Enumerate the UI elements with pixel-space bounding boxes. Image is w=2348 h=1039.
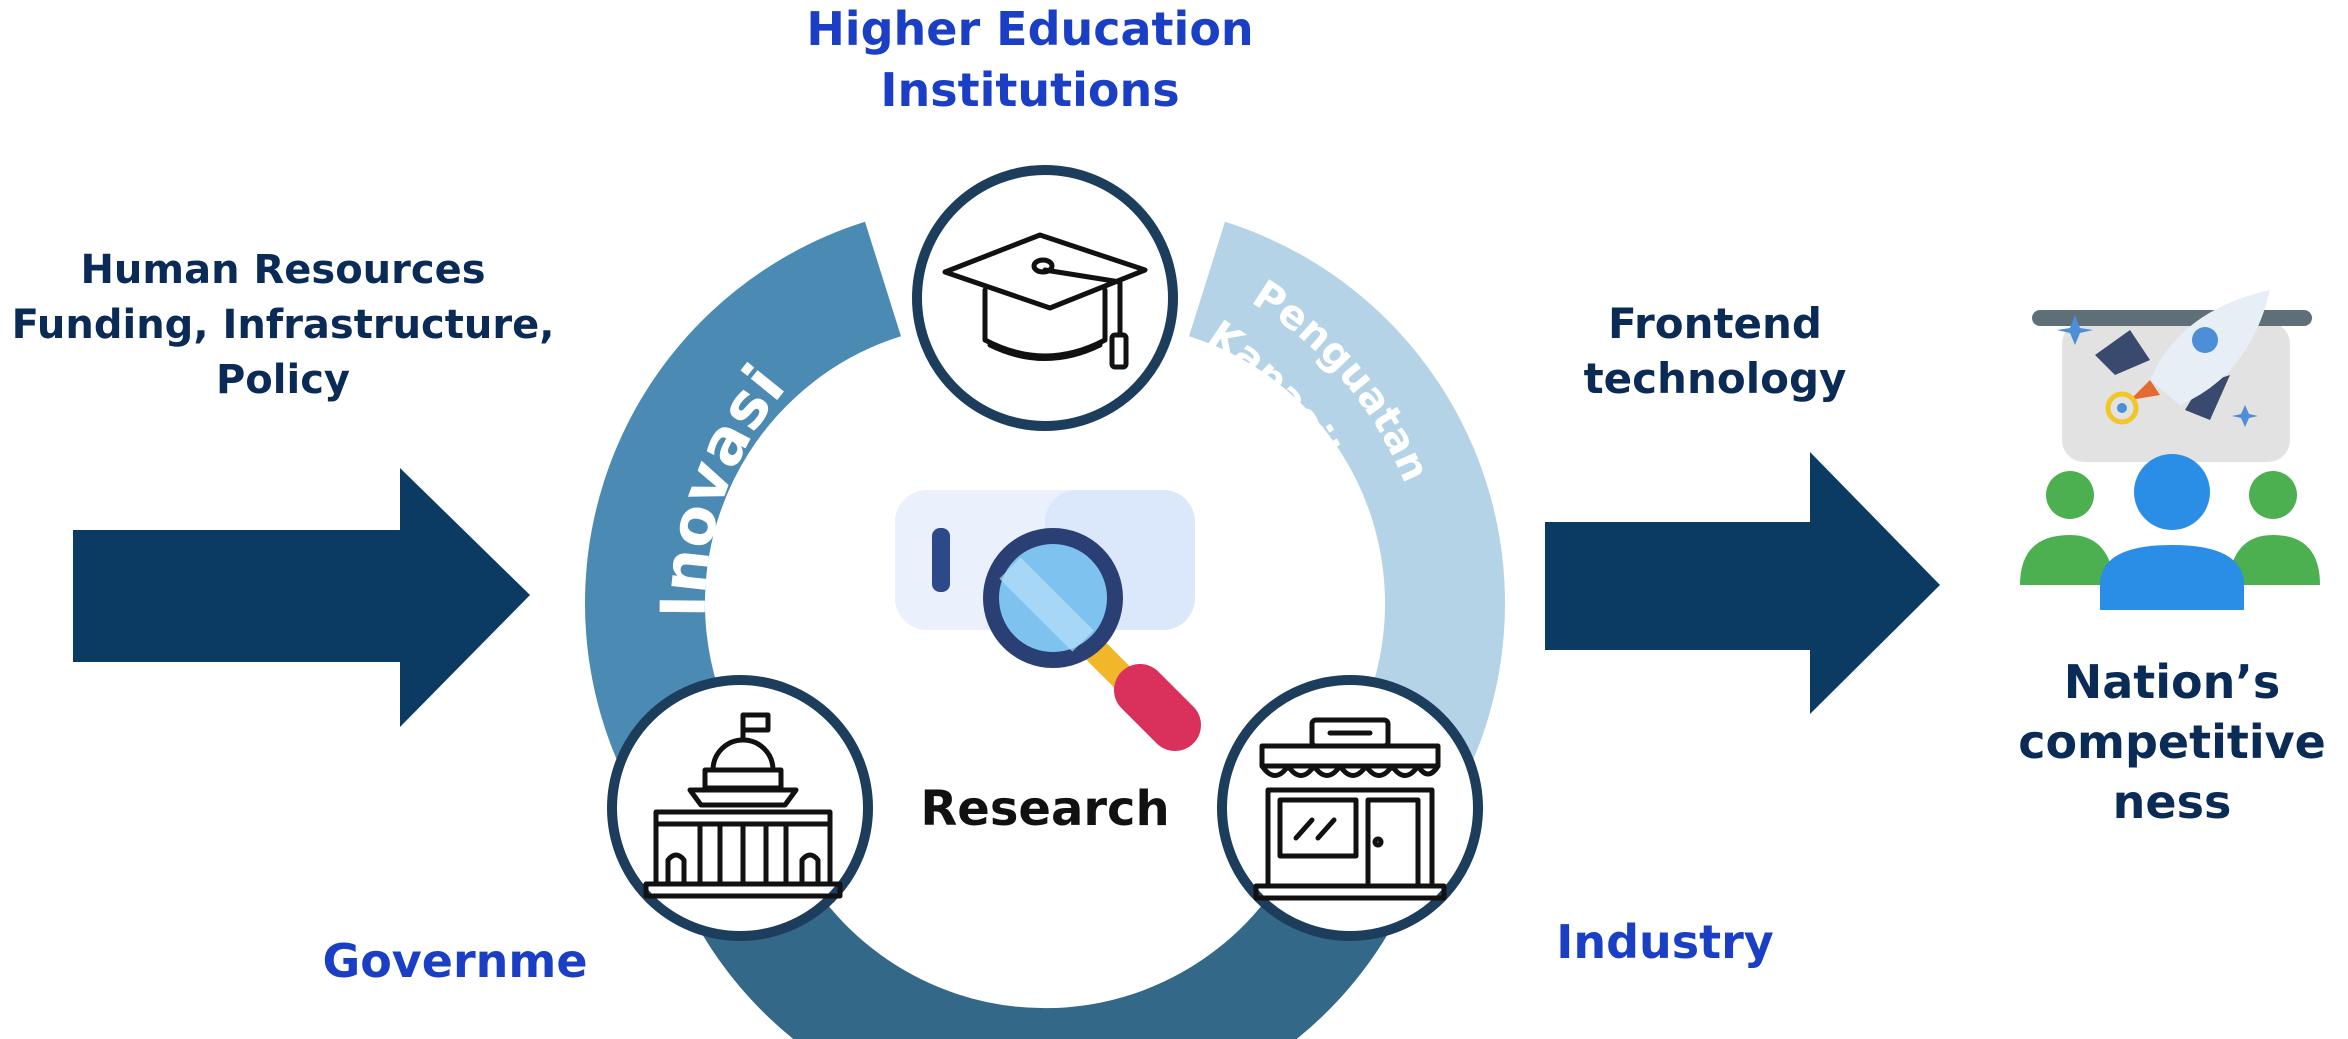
shop-icon [1253, 717, 1447, 901]
higher-education-label-line-2: Institutions [880, 63, 1179, 117]
team-rocket-icon [2020, 290, 2320, 610]
frontend-label-line-2: technology [1584, 354, 1847, 403]
node-government [607, 675, 873, 941]
node-industry [1217, 675, 1483, 941]
research-label: Research [920, 781, 1169, 837]
node-higher-education [912, 165, 1178, 431]
inputs-label-line-3: Policy [216, 357, 350, 403]
frontend-label-line-1: Frontend [1608, 299, 1822, 348]
magnifier-icon [895, 490, 1201, 751]
inputs-label-line-2: Funding, Infrastructure, [12, 302, 555, 348]
nation-label-line-1: Nation’s [2064, 655, 2281, 709]
industry-label: Industry [1556, 915, 1774, 969]
government-label: Governme [322, 934, 587, 988]
government-building-icon [643, 712, 843, 899]
graduation-cap-icon [942, 232, 1148, 370]
inputs-label-line-1: Human Resources [80, 247, 485, 293]
input-arrow [73, 468, 530, 727]
nation-label-line-3: ness [2113, 775, 2232, 829]
output-arrow [1545, 452, 1940, 714]
higher-education-label-line-1: Higher Education [806, 2, 1253, 56]
nation-label-line-2: competitive [2018, 715, 2326, 769]
